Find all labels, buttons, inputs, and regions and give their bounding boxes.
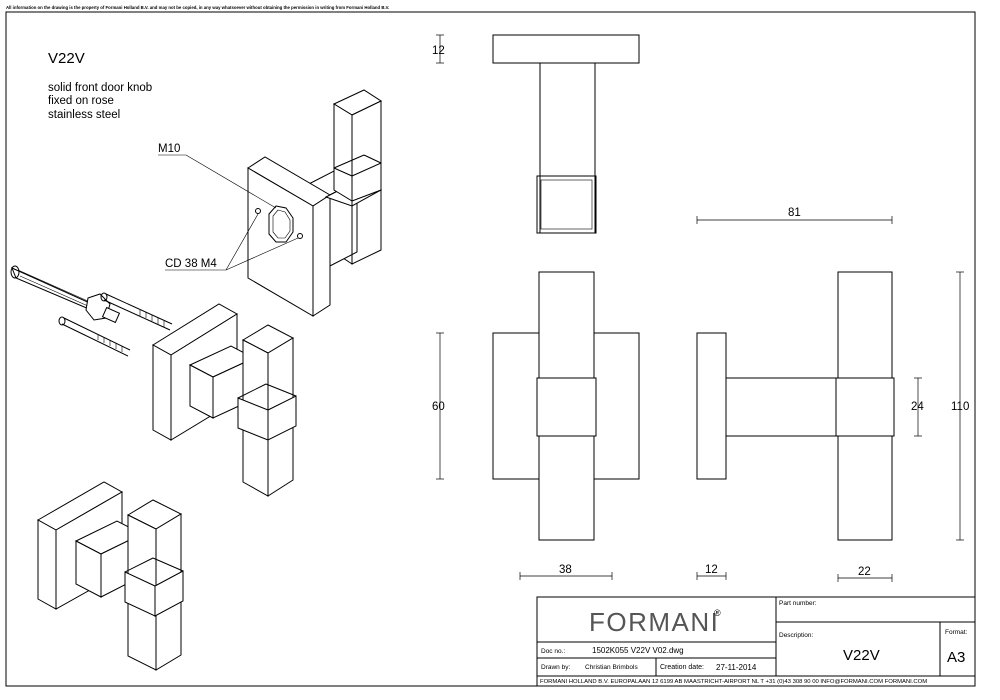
format-value: A3 [947,649,965,666]
dim-rose-depth: 12 [705,564,718,576]
dim-top-rose-thickness: 12 [432,45,445,57]
drawing-border [5,11,976,687]
creation-date-label: Creation date: [660,664,704,671]
drawn-by-value: Christian Brimbols [585,664,638,671]
part-number-label: Part number: [779,600,817,607]
title-block [536,596,976,687]
description-label: Description: [779,632,814,639]
brand-logo: FORMANI [589,607,719,637]
doc-no-value: 1502K055 V22V V02.dwg [592,646,684,655]
description-value: V22V [843,647,880,664]
iso-view-rose-back [247,89,383,317]
top-view [492,34,640,234]
callout-screws: CD 38 M4 [165,258,217,270]
product-code: V22V [48,50,85,67]
iso-view-front [36,481,184,671]
footer-address: FORMANI HOLLAND B.V. EUROPALAAN 12 6199 … [540,679,927,685]
dim-knob-width: 22 [858,566,871,578]
brand-registered-mark: ® [714,608,721,618]
dim-knob-height: 110 [951,401,969,413]
product-description-line-3: stainless steel [48,109,120,121]
product-description-line-1: solid front door knob [48,82,152,94]
dim-rose-width: 38 [559,564,572,576]
dim-sleeve-height: 24 [911,401,924,413]
dim-rose-height: 60 [432,401,445,413]
iso-view-mounting [10,265,297,497]
product-description-line-2: fixed on rose [48,95,114,107]
doc-no-label: Doc no.: [541,648,565,655]
side-view [696,271,895,541]
disclaimer-text: All information on the drawing is the pr… [6,5,389,10]
drawn-by-label: Drawn by: [541,664,570,671]
callout-thread: M10 [158,143,180,155]
creation-date-value: 27-11-2014 [716,663,757,672]
front-view [492,271,640,541]
format-label: Format: [945,629,968,636]
dim-total-depth: 81 [788,207,801,219]
